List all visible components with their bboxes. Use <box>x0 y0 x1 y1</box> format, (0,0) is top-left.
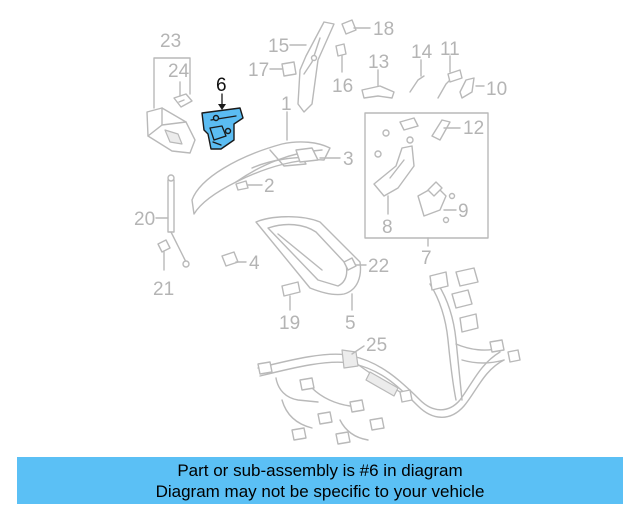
callout-3: 3 <box>343 149 354 170</box>
callout-12: 12 <box>463 118 484 139</box>
callout-14: 14 <box>411 42 433 63</box>
leader-23 <box>153 57 191 109</box>
part-25-harness <box>257 267 521 445</box>
callout-10: 10 <box>486 79 507 100</box>
part-22-clip <box>343 257 357 271</box>
callout-25: 25 <box>366 335 387 356</box>
callout-20: 20 <box>134 209 155 230</box>
callout-8: 8 <box>382 217 393 238</box>
callout-21: 21 <box>153 279 174 300</box>
part-15-hinge <box>297 21 335 113</box>
callout-6: 6 <box>216 75 227 96</box>
callout-11: 11 <box>440 39 460 60</box>
callout-19: 19 <box>279 313 300 334</box>
callout-22: 22 <box>368 256 389 277</box>
part-20-strut <box>167 174 187 263</box>
callout-13: 13 <box>368 52 389 73</box>
part-19-seal <box>281 281 301 297</box>
callout-15: 15 <box>268 36 289 57</box>
leader-6-arrow <box>218 104 226 110</box>
callout-23: 23 <box>160 31 181 52</box>
part-11-rod <box>437 69 463 99</box>
callout-18: 18 <box>373 19 394 40</box>
parts-diagram: 23 24 6 1 2 3 4 5 7 8 9 10 11 12 13 14 1… <box>134 19 521 445</box>
part-6-latch <box>201 107 244 150</box>
part-10-handle <box>459 77 475 99</box>
part-2-clip <box>235 180 249 191</box>
info-banner: Part or sub-assembly is #6 in diagram Di… <box>17 457 623 504</box>
callout-7: 7 <box>421 248 432 269</box>
callout-24: 24 <box>168 61 190 82</box>
part-13-clip <box>361 85 395 99</box>
callout-5: 5 <box>345 313 356 334</box>
part-5-insulator <box>255 216 362 296</box>
callout-1: 1 <box>281 94 292 115</box>
part-24-bulb <box>173 93 193 108</box>
part-4-bumper <box>221 251 239 267</box>
part-1-hood <box>191 141 331 215</box>
callout-9: 9 <box>458 201 469 222</box>
callout-17: 17 <box>248 60 269 81</box>
part-16-bolt <box>335 43 347 57</box>
part-14-rod <box>409 75 425 93</box>
callout-4: 4 <box>249 253 260 274</box>
callout-2: 2 <box>264 176 275 197</box>
part-17-bracket <box>281 61 297 77</box>
leader-25 <box>351 345 365 355</box>
part-23-housing <box>146 107 196 154</box>
banner-line-2: Diagram may not be specific to your vehi… <box>155 482 485 501</box>
callout-16: 16 <box>332 76 353 97</box>
part-7-box <box>364 112 489 239</box>
banner-line-1: Part or sub-assembly is #6 in diagram <box>177 461 463 480</box>
part-18-bolt <box>341 19 357 35</box>
part-21-nut <box>157 239 190 268</box>
